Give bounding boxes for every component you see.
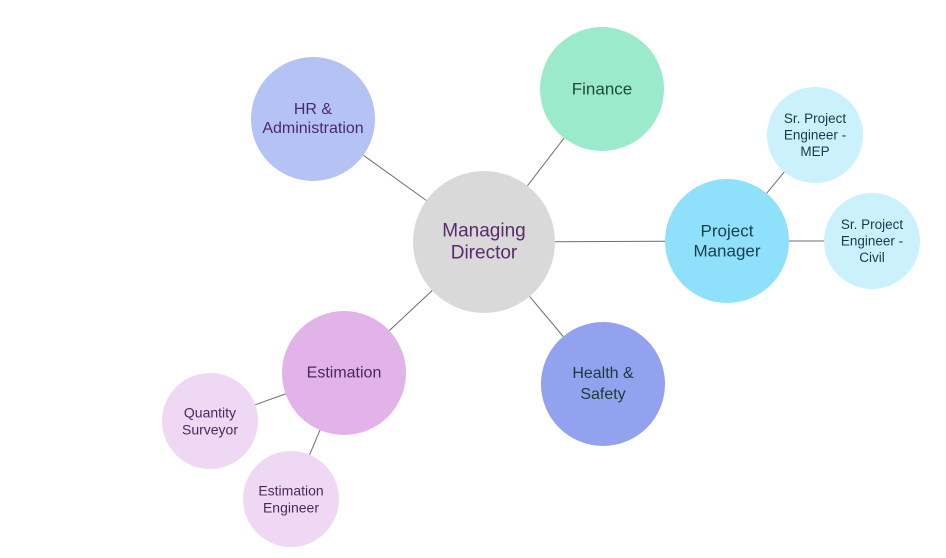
node-label-sr-project-engineer-mep: Engineer - [784,128,846,143]
connector-managing-director-to-finance [527,137,565,187]
node-circle-managing-director [413,171,555,313]
node-health-safety: Health & Safety [541,322,665,446]
node-circle-estimation [282,311,406,435]
connector-estimation-to-quantity-surveyor [255,393,286,406]
node-label-hr-administration: Administration [262,120,363,137]
node-label-quantity-surveyor: Quantity [184,405,236,421]
node-label-quantity-surveyor: Surveyor [182,422,238,438]
connector-managing-director-to-hr-administration [363,154,427,201]
node-circle-estimation-engineer [243,451,339,547]
node-label-sr-project-engineer-mep: Sr. Project [784,111,847,126]
node-estimation: Estimation [282,311,406,435]
node-label-project-manager: Manager [693,242,760,261]
node-circle-sr-project-engineer-civil [824,193,920,289]
node-label-project-manager: Project [701,222,754,241]
connector-managing-director-to-health-safety [529,296,564,337]
node-label-finance: Finance [572,80,632,99]
node-circle-quantity-surveyor [162,373,258,469]
node-label-sr-project-engineer-civil: Sr. Project [841,217,904,232]
node-label-estimation: Estimation [307,365,382,382]
node-circle-finance [540,27,664,151]
node-label-health-safety: Health & [572,365,634,382]
node-hr-administration: HR & Administration [251,57,375,181]
node-circle-hr-administration [251,57,375,181]
node-label-estimation-engineer: Engineer [263,500,319,516]
node-label-managing-director: Managing [442,221,525,242]
node-label-hr-administration: HR & [294,101,333,118]
node-label-sr-project-engineer-civil: Engineer - [841,234,903,249]
node-circle-project-manager [665,179,789,303]
node-label-managing-director: Director [451,243,518,264]
node-circle-sr-project-engineer-mep [767,87,863,183]
connector-project-manager-to-sr-project-engineer-mep [766,171,785,194]
node-label-estimation-engineer: Estimation [258,483,323,499]
connector-estimation-to-estimation-engineer [309,429,321,455]
node-label-sr-project-engineer-mep: MEP [800,144,829,159]
node-circle-health-safety [541,322,665,446]
node-label-sr-project-engineer-civil: Civil [859,250,885,265]
node-finance: Finance [540,27,664,151]
connector-layer [255,137,824,455]
node-label-health-safety: Safety [580,386,625,403]
connector-managing-director-to-estimation [388,290,433,331]
